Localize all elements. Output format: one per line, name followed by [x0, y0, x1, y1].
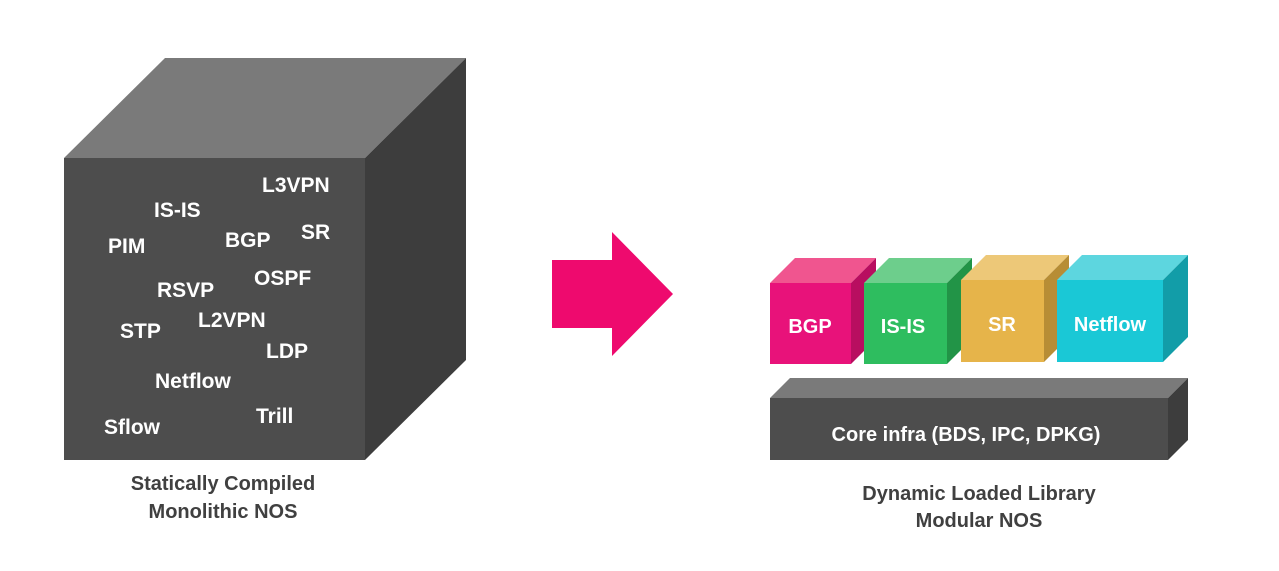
module-bgp-front: [770, 283, 851, 364]
module-netflow-side: [1163, 255, 1188, 362]
module-netflow-label: Netflow: [1074, 314, 1147, 336]
core-front-face: [770, 398, 1168, 460]
protocol-ldp: LDP: [266, 340, 308, 363]
module-sr-label: SR: [988, 314, 1016, 336]
module-isis-front: [864, 283, 947, 364]
transition-arrow: [552, 232, 673, 356]
protocol-rsvp: RSVP: [157, 279, 214, 302]
monolith-caption-line2: Monolithic NOS: [149, 501, 298, 523]
module-bgp-label: BGP: [788, 316, 831, 338]
protocol-bgp: BGP: [225, 229, 271, 252]
module-isis-top: [864, 258, 972, 283]
module-bgp-top: [770, 258, 876, 283]
protocol-pim: PIM: [108, 235, 145, 258]
protocol-sr: SR: [301, 221, 330, 244]
module-isis-label: IS-IS: [881, 316, 925, 338]
module-netflow-front: [1057, 280, 1163, 362]
module-netflow: Netflow: [1057, 255, 1188, 362]
monolith-cube: [64, 58, 466, 460]
protocol-ospf: OSPF: [254, 267, 311, 290]
modular-caption-line2: Modular NOS: [916, 510, 1043, 532]
module-isis: IS-IS: [864, 258, 972, 364]
core-top-face: [770, 378, 1188, 398]
monolith-caption-line1: Statically Compiled: [131, 473, 316, 495]
module-sr-front: [961, 280, 1044, 362]
module-netflow-top: [1057, 255, 1188, 280]
protocol-isis: IS-IS: [154, 199, 201, 222]
monolith-caption: Statically Compiled Monolithic NOS: [131, 473, 316, 523]
core-infra-slab: Core infra (BDS, IPC, DPKG): [770, 378, 1188, 460]
core-side-face: [1168, 378, 1188, 460]
module-bgp: BGP: [770, 258, 876, 364]
monolith-protocols: L3VPN IS-IS BGP SR PIM RSVP OSPF STP L2V…: [104, 174, 330, 439]
protocol-trill: Trill: [256, 405, 293, 428]
protocol-sflow: Sflow: [104, 416, 161, 439]
protocol-l2vpn: L2VPN: [198, 309, 266, 332]
cube-top-face: [64, 58, 466, 158]
cube-front-face: [64, 158, 365, 460]
modular-caption: Dynamic Loaded Library Modular NOS: [862, 483, 1096, 532]
core-infra-label: Core infra (BDS, IPC, DPKG): [832, 424, 1101, 446]
protocol-l3vpn: L3VPN: [262, 174, 330, 197]
protocol-netflow: Netflow: [155, 370, 231, 393]
cube-side-face: [365, 58, 466, 460]
modular-caption-line1: Dynamic Loaded Library: [862, 483, 1096, 505]
module-sr: SR: [961, 255, 1069, 362]
module-sr-top: [961, 255, 1069, 280]
protocol-stp: STP: [120, 320, 161, 343]
